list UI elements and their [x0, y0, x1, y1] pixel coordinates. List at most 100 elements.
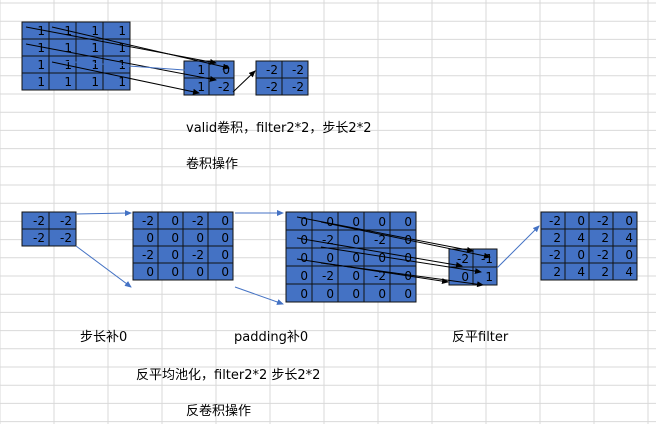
matrix-cell-value: -2 [192, 214, 204, 228]
matrix-cell-value: 0 [625, 248, 633, 262]
matrix-cell-value: -2 [374, 233, 386, 247]
matrix-cell-value: 4 [577, 231, 585, 245]
matrix-cell-value: 1 [37, 41, 45, 55]
matrix-cell-value: 4 [625, 231, 633, 245]
matrix-cell-value: -1 [481, 252, 493, 266]
matrix-cell-value: -2 [292, 63, 304, 77]
matrix-cell-value: 0 [577, 214, 585, 228]
matrix-cell-value: 0 [352, 215, 360, 229]
matrix-cell-value: -2 [549, 214, 561, 228]
matrix-cell-value: -2 [218, 80, 230, 94]
matrix-cell-value: 0 [352, 269, 360, 283]
matrix-cell-value: 1 [64, 41, 72, 55]
matrix-cell-value: 1 [91, 41, 99, 55]
matrix-cell-value: 1 [118, 41, 126, 55]
matrix-cell-value: -2 [60, 214, 72, 228]
matrix-cell-value: 1 [37, 24, 45, 38]
matrix-cell [285, 211, 313, 231]
matrix-cell-value: 2 [553, 231, 561, 245]
matrix-cell-value: -2 [192, 248, 204, 262]
matrix-cell-value: -2 [266, 63, 278, 77]
matrix-cell-value: 0 [577, 248, 585, 262]
matrix-cell-value: 0 [146, 231, 154, 245]
matrix-cell-value: 4 [577, 265, 585, 279]
matrix-cell [285, 265, 313, 285]
matrix-cell-value: 0 [378, 287, 386, 301]
matrix-cell-value: 0 [326, 251, 334, 265]
matrix-cell-value: 0 [300, 233, 308, 247]
matrix-cell-value: -2 [322, 233, 334, 247]
black-arrow [25, 43, 217, 82]
black-arrow [51, 26, 230, 70]
matrix-cell-value: 0 [222, 63, 230, 77]
matrix-cell-value: -2 [142, 214, 154, 228]
matrix-cell-value: 0 [171, 265, 179, 279]
matrix-deconv-input: -2-2-2-2 [21, 211, 77, 247]
matrix-cell-value: 4 [625, 265, 633, 279]
matrix-cell-value: -2 [292, 80, 304, 94]
matrix-cell [389, 247, 417, 267]
label-conv-op: 卷积操作 [186, 156, 238, 172]
black-arrow [320, 262, 484, 288]
matrix-cell-value: 0 [196, 265, 204, 279]
matrix-cell-value: 0 [300, 287, 308, 301]
black-arrow [320, 221, 491, 259]
label-padding-pad: padding补0 [234, 330, 308, 345]
blue-arrow [496, 225, 540, 269]
matrix-cell [612, 262, 638, 281]
matrix-cell-value: 1 [118, 58, 126, 72]
matrix-cell-value: 0 [171, 248, 179, 262]
matrix-cell-value: -2 [597, 214, 609, 228]
blue-arrow [75, 245, 132, 288]
matrix-cell [208, 77, 235, 96]
matrix-cell-value: 2 [553, 265, 561, 279]
matrix-cell-value: 2 [601, 265, 609, 279]
matrix-cell-value: 0 [171, 231, 179, 245]
matrix-cell-value: 1 [91, 58, 99, 72]
matrix-cell-value: 0 [300, 251, 308, 265]
matrix-cell-value: -2 [322, 269, 334, 283]
matrix-cell-value: -2 [374, 269, 386, 283]
matrix-cell-value: -2 [549, 248, 561, 262]
label-stride-pad: 步长补0 [80, 330, 127, 345]
label-deconv-op: 反卷积操作 [186, 403, 251, 419]
matrix-cell-value: 0 [171, 214, 179, 228]
label-flip-filter: 反平filter [452, 330, 509, 345]
matrix-cell-value: 0 [326, 215, 334, 229]
matrix-cell-value: -2 [33, 214, 45, 228]
matrix-cell-value: 0 [352, 287, 360, 301]
black-arrow [232, 70, 256, 93]
matrix-cell-value: 0 [221, 248, 229, 262]
matrix-cell [363, 283, 391, 303]
label-valid-conv: valid卷积，filter2*2，步长2*2 [186, 120, 371, 136]
matrix-cell [281, 77, 309, 96]
black-arrow [296, 237, 463, 268]
blue-arrow [75, 210, 132, 217]
matrix-cell-value: 0 [326, 287, 334, 301]
matrix-cell-value: 1 [197, 80, 205, 94]
matrix-cell-value: -2 [33, 231, 45, 245]
matrix-cell-value: 0 [625, 214, 633, 228]
matrix-cell [285, 247, 313, 267]
matrix-cell-value: 0 [404, 251, 412, 265]
label-avg-pool: 反平均池化，filter2*2 步长2*2 [136, 368, 320, 383]
matrix-cell-value: 0 [221, 231, 229, 245]
matrices-layer: 1111111111111111101-2-2-2-2-2-2-2-2-2-20… [21, 21, 638, 303]
blue-arrow [234, 286, 284, 305]
matrix-cell-value: -2 [266, 80, 278, 94]
matrix-cell [285, 283, 313, 303]
matrix-cell-value: 0 [404, 215, 412, 229]
matrix-cell [285, 229, 313, 249]
matrix-cell-value: 0 [300, 215, 308, 229]
matrix-cell-value: 0 [352, 233, 360, 247]
matrix-cell-value: -2 [457, 252, 469, 266]
matrix-cell [389, 283, 417, 303]
matrix-cell-value: 1 [37, 75, 45, 89]
blue-arrow [59, 60, 199, 74]
black-arrow [51, 61, 200, 95]
matrix-cell-value: 0 [352, 251, 360, 265]
matrix-cell-value: 2 [601, 231, 609, 245]
